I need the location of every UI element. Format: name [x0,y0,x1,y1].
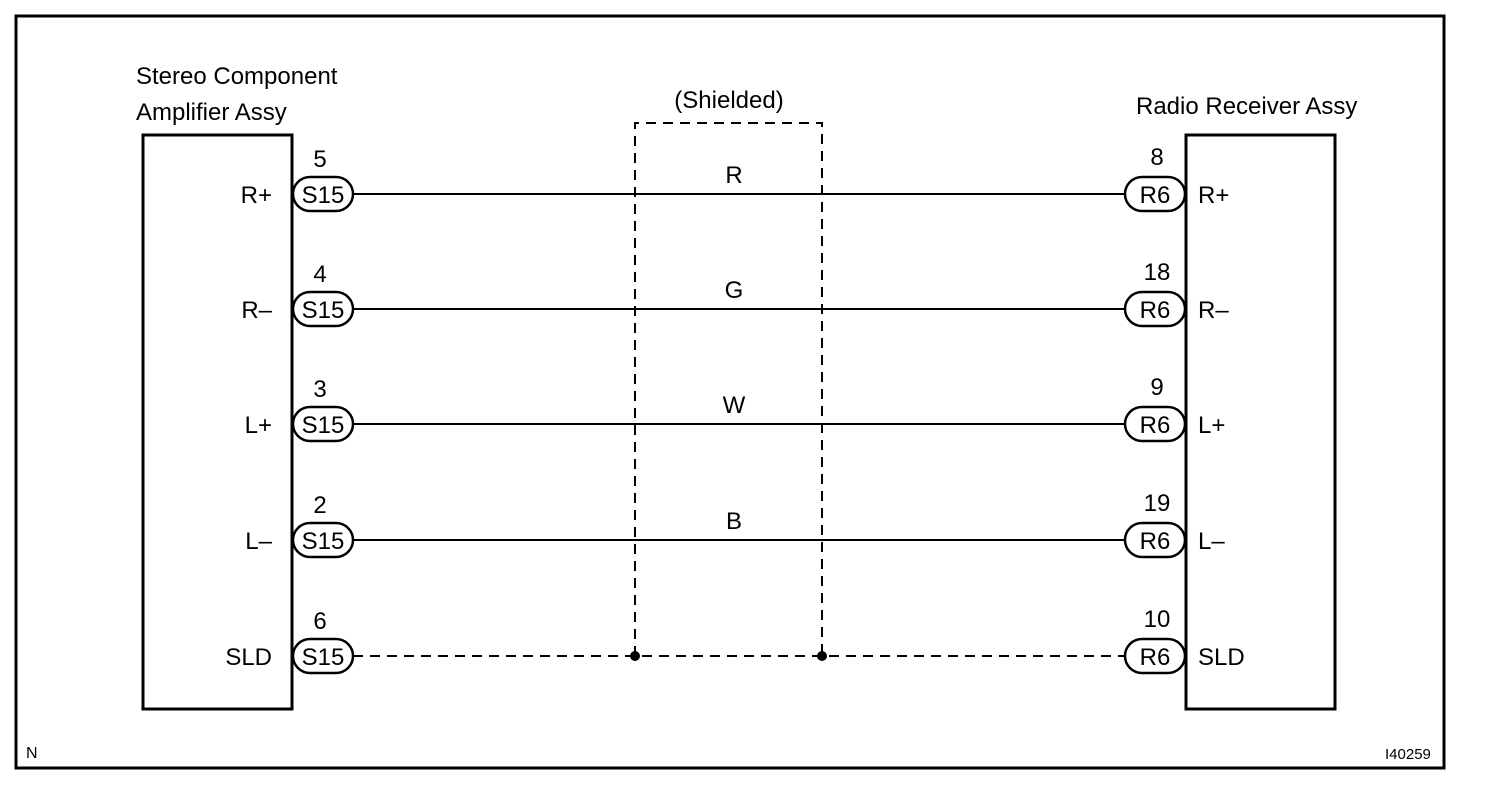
right-connector-code: R6 [1140,528,1171,555]
right-terminal-label: R+ [1198,182,1229,209]
wire-color-code: R [725,162,742,189]
right-terminal-label: R– [1198,297,1229,324]
right-pin-number: 9 [1150,374,1163,401]
wire-color-code: W [723,392,746,419]
left-connector-pill [291,637,355,675]
left-connector-pill [291,175,355,213]
left-pin-number: 3 [313,376,326,403]
left-terminal-label: R– [241,297,272,324]
right-pin-number: 18 [1144,259,1171,286]
right-terminal-label: L– [1198,528,1225,555]
left-connector-code: S15 [302,412,345,439]
shield-outline [634,122,823,656]
right-connector-code: R6 [1140,297,1171,324]
right-terminal-label: L+ [1198,412,1225,439]
right-pin-number: 10 [1144,606,1171,633]
left-terminal-label: L+ [245,412,272,439]
left-connector-code: S15 [302,182,345,209]
left-component-title-line1: Stereo Component [136,63,338,90]
diagram-frame [14,14,1446,770]
right-connector-pill [1123,175,1187,213]
wires-layer: S15 5R+ R6 8R+ R S15 4R– R6 18R– G S15 3L+ R6 9L+ W S15… [225,144,1245,675]
right-connector-code: R6 [1140,182,1171,209]
right-terminal-label: SLD [1198,644,1245,671]
wire-color-code: G [725,277,744,304]
left-terminal-label: R+ [241,182,272,209]
left-pin-number: 6 [313,608,326,635]
right-connector-code: R6 [1140,412,1171,439]
corner-label: N [26,745,38,762]
left-component-title-line2: Amplifier Assy [136,99,287,126]
left-pin-number: 2 [313,492,326,519]
shield-junction-dot [630,651,640,661]
right-pin-number: 8 [1150,144,1163,171]
figure-id: I40259 [1385,746,1431,763]
left-connector-pill [291,521,355,559]
wire-color-code: B [726,508,742,535]
left-pin-number: 4 [313,261,326,288]
right-connector-code: R6 [1140,644,1171,671]
right-connector-pill [1123,405,1187,443]
left-terminal-label: SLD [225,644,272,671]
right-connector-pill [1123,290,1187,328]
left-pin-number: 5 [313,146,326,173]
right-connector-pill [1123,521,1187,559]
right-pin-number: 19 [1144,490,1171,517]
left-connector-code: S15 [302,297,345,324]
left-connector-code: S15 [302,644,345,671]
right-connector-pill [1123,637,1187,675]
right-component-title: Radio Receiver Assy [1136,93,1357,120]
left-connector-pill [291,405,355,443]
left-terminal-label: L– [245,528,272,555]
shield-junction-dot [817,651,827,661]
shield-label: (Shielded) [674,87,783,114]
left-connector-code: S15 [302,528,345,555]
left-connector-pill [291,290,355,328]
